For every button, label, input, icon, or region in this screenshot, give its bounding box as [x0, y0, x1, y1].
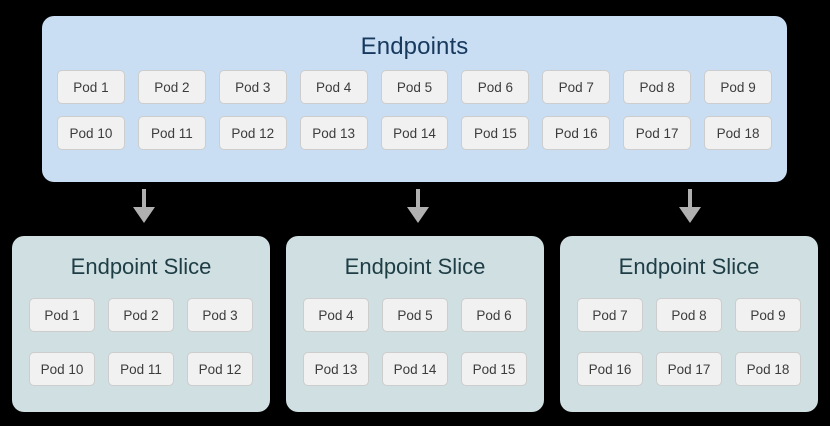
- arrow-shaft: [688, 189, 692, 211]
- pod-chip: Pod 10: [29, 352, 95, 386]
- endpoint-slice-pod-row: Pod 7 Pod 8 Pod 9: [577, 298, 801, 332]
- arrow-head: [133, 207, 155, 223]
- pod-chip: Pod 4: [299, 70, 368, 104]
- endpoint-slice-pod-grid: Pod 1 Pod 2 Pod 3 Pod 10 Pod 11 Pod 12: [29, 298, 253, 406]
- pod-chip: Pod 12: [187, 352, 253, 386]
- pod-chip: Pod 15: [461, 116, 530, 150]
- endpoint-slice-pod-row: Pod 13 Pod 14 Pod 15: [303, 352, 527, 386]
- pod-chip: Pod 9: [704, 70, 773, 104]
- endpoints-pod-row: Pod 1 Pod 2 Pod 3 Pod 4 Pod 5 Pod 6 Pod …: [57, 70, 773, 104]
- arrow-shaft: [416, 189, 420, 211]
- endpoint-slice-title: Endpoint Slice: [618, 254, 760, 279]
- pod-chip: Pod 1: [57, 70, 125, 104]
- pod-chip: Pod 17: [656, 352, 722, 386]
- arrow-head: [407, 207, 429, 223]
- endpoint-slice-pod-row: Pod 10 Pod 11 Pod 12: [29, 352, 253, 386]
- pod-chip: Pod 3: [187, 298, 253, 332]
- endpoint-slice-panel-3: Endpoint Slice Pod 7 Pod 8 Pod 9 Pod 16 …: [560, 236, 818, 412]
- endpoint-slice-pod-row: Pod 16 Pod 17 Pod 18: [577, 352, 801, 386]
- pod-chip: Pod 2: [108, 298, 174, 332]
- down-arrow-icon: [133, 189, 155, 223]
- pod-chip: Pod 5: [382, 298, 448, 332]
- pod-chip: Pod 17: [623, 116, 692, 150]
- endpoints-title: Endpoints: [360, 33, 469, 60]
- pod-chip: Pod 6: [461, 70, 530, 104]
- pod-chip: Pod 12: [218, 116, 287, 150]
- pod-chip: Pod 14: [380, 116, 449, 150]
- endpoint-slice-pod-row: Pod 1 Pod 2 Pod 3: [29, 298, 253, 332]
- pod-chip: Pod 16: [542, 116, 611, 150]
- arrow-head: [679, 207, 701, 223]
- pod-chip: Pod 4: [303, 298, 369, 332]
- pod-chip: Pod 7: [577, 298, 643, 332]
- endpoint-slice-panel-1: Endpoint Slice Pod 1 Pod 2 Pod 3 Pod 10 …: [12, 236, 270, 412]
- pod-chip: Pod 18: [704, 116, 773, 150]
- pod-chip: Pod 9: [735, 298, 801, 332]
- endpoint-slice-panel-2: Endpoint Slice Pod 4 Pod 5 Pod 6 Pod 13 …: [286, 236, 544, 412]
- pod-chip: Pod 11: [108, 352, 174, 386]
- pod-chip: Pod 7: [542, 70, 611, 104]
- endpoint-slice-pod-row: Pod 4 Pod 5 Pod 6: [303, 298, 527, 332]
- pod-chip: Pod 1: [29, 298, 95, 332]
- endpoints-pod-row: Pod 10 Pod 11 Pod 12 Pod 13 Pod 14 Pod 1…: [57, 116, 773, 150]
- pod-chip: Pod 18: [735, 352, 801, 386]
- down-arrow-icon: [407, 189, 429, 223]
- pod-chip: Pod 15: [461, 352, 527, 386]
- pod-chip: Pod 6: [461, 298, 527, 332]
- endpoint-slice-pod-grid: Pod 4 Pod 5 Pod 6 Pod 13 Pod 14 Pod 15: [303, 298, 527, 406]
- pod-chip: Pod 5: [380, 70, 449, 104]
- endpoints-pod-grid: Pod 1 Pod 2 Pod 3 Pod 4 Pod 5 Pod 6 Pod …: [57, 70, 773, 162]
- endpoint-slice-pod-grid: Pod 7 Pod 8 Pod 9 Pod 16 Pod 17 Pod 18: [577, 298, 801, 406]
- arrow-shaft: [142, 189, 146, 211]
- pod-chip: Pod 13: [299, 116, 368, 150]
- pod-chip: Pod 8: [656, 298, 722, 332]
- pod-chip: Pod 2: [137, 70, 206, 104]
- down-arrow-icon: [679, 189, 701, 223]
- pod-chip: Pod 8: [623, 70, 692, 104]
- pod-chip: Pod 13: [303, 352, 369, 386]
- pod-chip: Pod 16: [577, 352, 643, 386]
- endpoints-panel: Endpoints Pod 1 Pod 2 Pod 3 Pod 4 Pod 5 …: [42, 16, 787, 182]
- pod-chip: Pod 3: [218, 70, 287, 104]
- pod-chip: Pod 11: [137, 116, 206, 150]
- endpoint-slice-title: Endpoint Slice: [344, 254, 486, 279]
- endpoint-slice-title: Endpoint Slice: [70, 254, 212, 279]
- pod-chip: Pod 10: [57, 116, 125, 150]
- pod-chip: Pod 14: [382, 352, 448, 386]
